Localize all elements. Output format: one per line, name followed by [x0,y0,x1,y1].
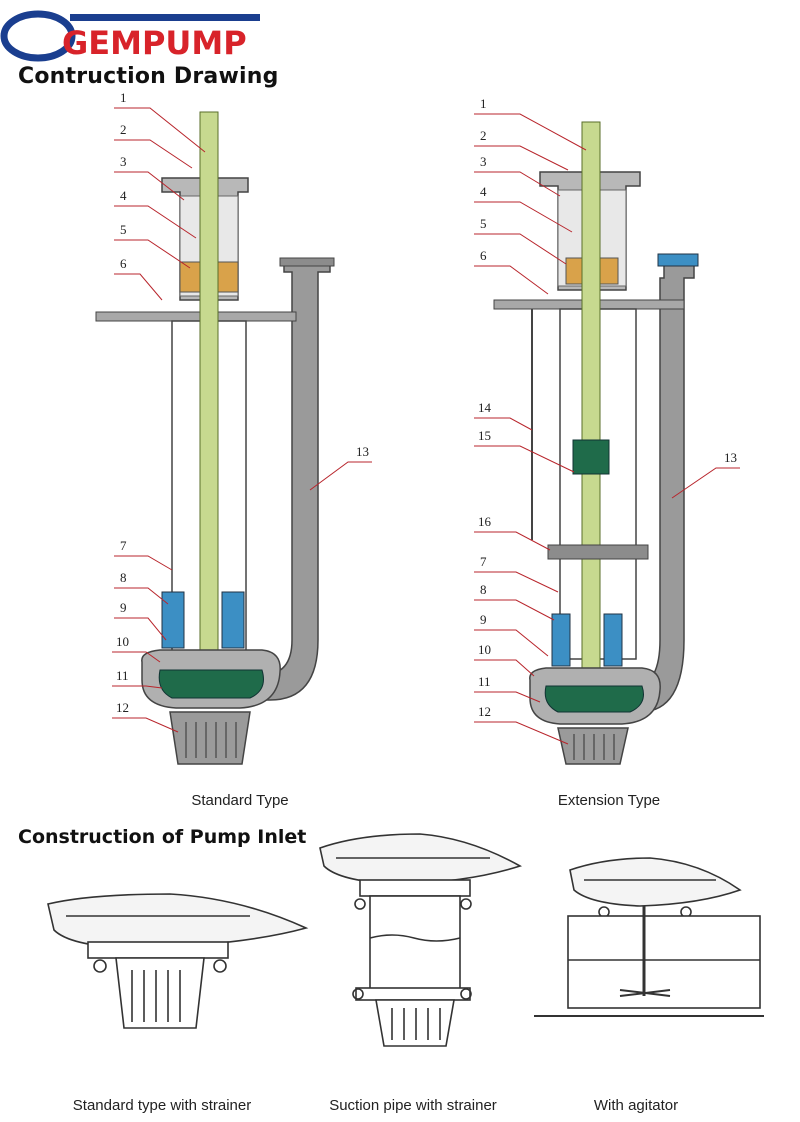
leader-line [474,445,575,473]
inlet-caption-suction-pipe: Suction pipe with strainer [329,1097,497,1114]
callout-label: 5 [120,222,127,237]
leader-line [474,417,533,431]
leader-line [474,629,549,657]
leader-line [474,659,535,677]
standard-type-drawing [95,111,335,765]
leader-line [112,717,179,733]
discharge-pipe [249,261,331,701]
extension-callouts: 1 2 3 4 5 6 14 15 16 7 8 9 10 11 12 13 [474,96,740,745]
inlet-standard-strainer [47,893,309,1029]
leader-line [474,265,549,295]
callout-label: 10 [116,634,129,649]
impeller [158,669,264,699]
leader-line [474,599,555,621]
discharge-flange [657,253,699,267]
strainer-slots [185,722,237,758]
callout-label: 8 [120,570,127,585]
leader-line [114,617,167,641]
callout-label: 11 [478,674,491,689]
callout-label: 14 [478,400,492,415]
callout-label: 11 [116,668,129,683]
callout-label: 1 [480,96,487,111]
inlet-caption-standard: Standard type with strainer [72,1097,252,1114]
callout-label: 13 [356,444,369,459]
callout-label: 8 [480,582,487,597]
callout-label: 6 [480,248,487,263]
callout-label: 12 [478,704,491,719]
page-title: Contruction Drawing [18,64,279,89]
leader-line [112,651,161,663]
liner-right [603,613,623,667]
callout-label: 9 [480,612,487,627]
leader-line [112,685,163,689]
leader-line [114,587,169,605]
logo-text: GEMPUMP [62,24,247,62]
inlet-with-agitator [534,857,764,1017]
leader-line [474,171,561,197]
extension-type-drawing [493,121,699,765]
pump-inlet-section-title: Construction of Pump Inlet [18,826,307,848]
leader-line [474,145,569,171]
leader-line [474,691,541,703]
mounting-plate [95,311,297,322]
logo-ring [0,10,76,62]
shaft [581,121,601,683]
column-flange-joint [547,544,649,560]
callout-label: 1 [120,90,127,105]
inlet-suction-pipe-strainer [319,833,522,1047]
gempump-logo: GEMPUMP [0,10,260,62]
impeller [544,685,644,713]
leader-line [114,205,197,239]
leader-line [474,721,569,745]
construction-drawings: 1 2 3 4 5 6 7 8 9 10 11 12 13 [95,90,740,765]
leader-line [114,139,193,169]
logo-bar [70,14,260,21]
callout-label: 2 [120,122,127,137]
leader-line [309,461,372,491]
discharge-flange [279,257,335,267]
callout-label: 3 [480,154,487,169]
callout-label: 7 [480,554,487,569]
leader-line [671,467,740,499]
callout-label: 2 [480,128,487,143]
shaft-coupling [572,439,610,475]
callout-label: 3 [120,154,127,169]
callout-label: 15 [478,428,491,443]
pump-inlet-drawings [47,833,764,1047]
strainer [169,711,251,765]
liner-right [221,591,245,649]
extension-type-caption: Extension Type [557,792,661,809]
leader-line [474,113,587,151]
standard-type-caption: Standard Type [191,792,289,809]
leader-line [474,201,573,233]
strainer-slots [573,734,615,760]
callout-label: 10 [478,642,491,657]
callout-label: 4 [480,184,487,199]
leader-line [114,273,163,301]
callout-label: 5 [480,216,487,231]
leader-line [114,107,206,153]
leader-line [474,571,559,593]
callout-label: 12 [116,700,129,715]
liner-left [161,591,185,649]
liner-left [551,613,571,667]
leader-line [114,239,191,269]
shaft [199,111,219,683]
strainer [557,727,629,765]
callout-label: 6 [120,256,127,271]
leader-line [114,171,185,201]
callout-label: 4 [120,188,127,203]
callout-label: 16 [478,514,492,529]
leader-line [474,233,567,265]
callout-label: 13 [724,450,737,465]
leader-line [114,555,173,571]
inlet-caption-agitator: With agitator [593,1097,679,1114]
standard-callouts: 1 2 3 4 5 6 7 8 9 10 11 12 13 [112,90,372,733]
leader-line [474,531,551,551]
callout-label: 9 [120,600,127,615]
callout-label: 7 [120,538,127,553]
